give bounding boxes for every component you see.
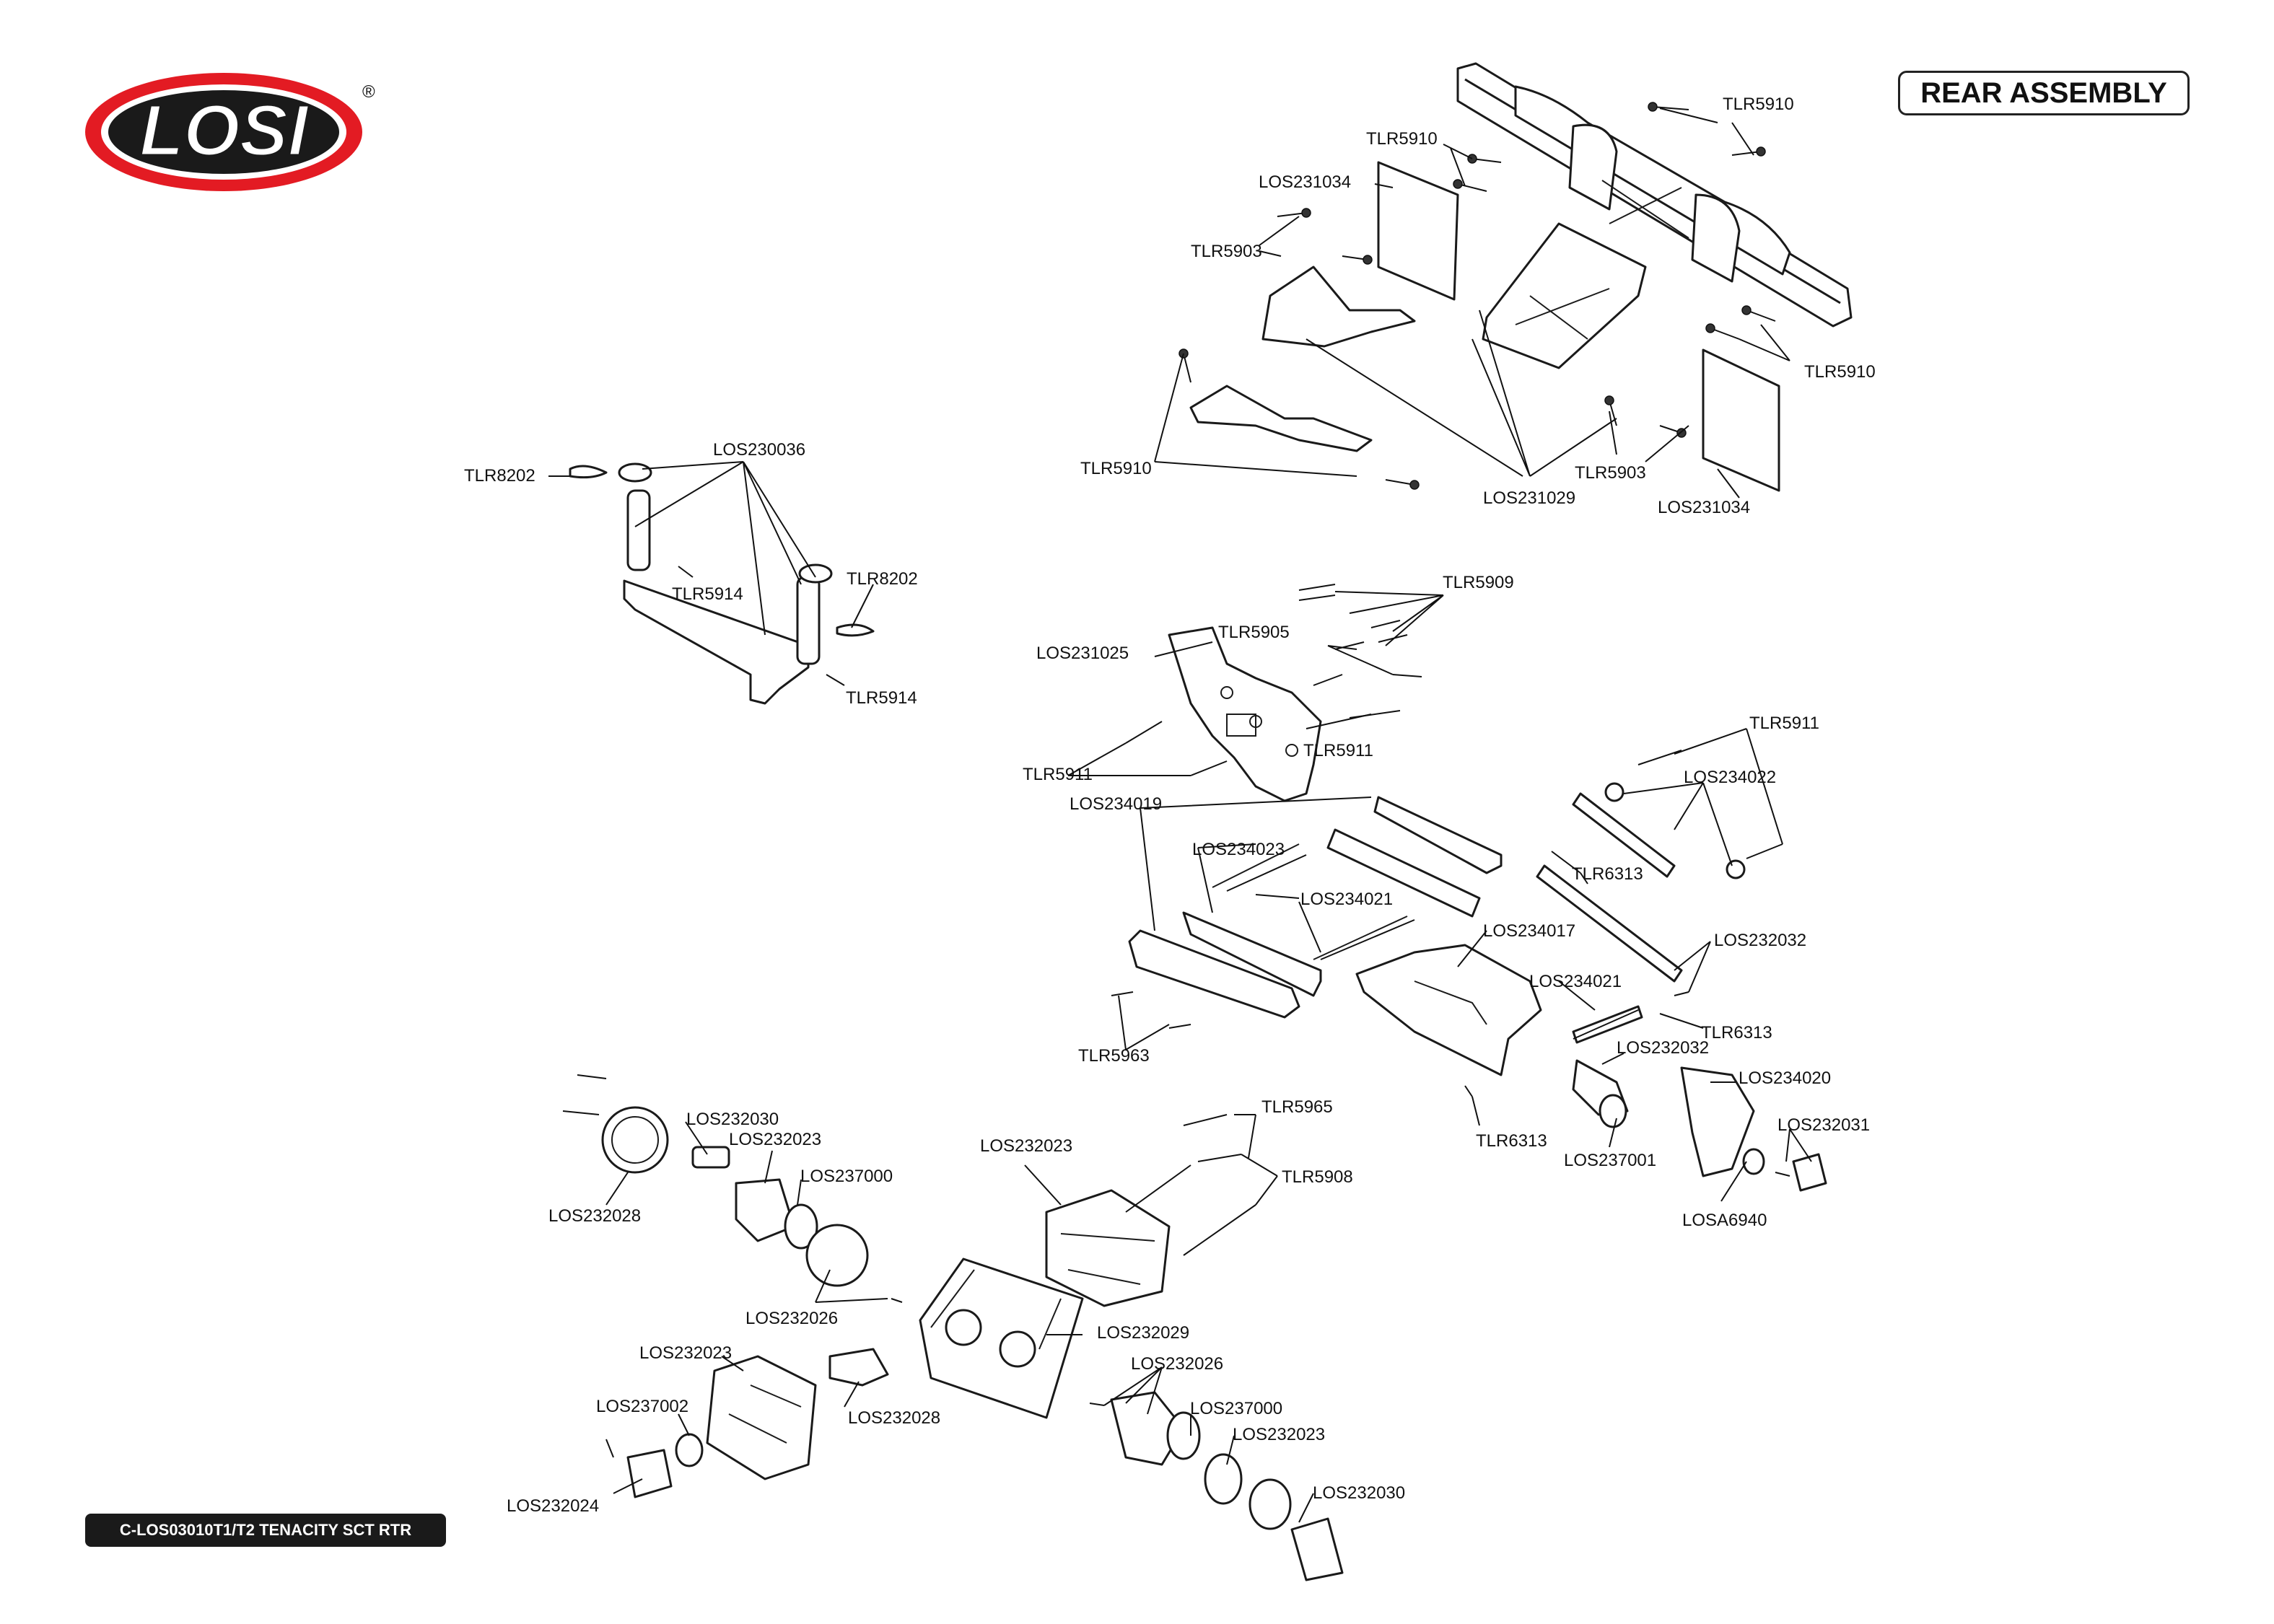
- part-label: TLR8202: [847, 569, 918, 589]
- losi-logo: LOSI ®: [85, 73, 375, 191]
- part-label: TLR6313: [1701, 1023, 1772, 1043]
- part-label: TLR5914: [672, 584, 743, 604]
- part-label: LOS237001: [1564, 1151, 1656, 1170]
- part-label: LOS231029: [1483, 488, 1575, 508]
- part-label: LOS232026: [745, 1309, 838, 1328]
- part-label: TLR6313: [1572, 864, 1643, 884]
- part-label: LOS234021: [1529, 972, 1622, 991]
- part-label: LOS234020: [1739, 1068, 1831, 1088]
- part-label: LOS231034: [1259, 172, 1351, 192]
- part-label: TLR5965: [1261, 1097, 1333, 1117]
- shock-tower-group: [1168, 626, 1322, 802]
- part-label: LOS234021: [1300, 890, 1393, 909]
- part-label: LOS232029: [1097, 1323, 1189, 1343]
- part-label: TLR5903: [1575, 463, 1646, 483]
- part-label: TLR5911: [1303, 741, 1373, 760]
- center-diff-group: [919, 1189, 1344, 1581]
- part-label: LOS237002: [596, 1397, 688, 1416]
- part-label: LOS231034: [1658, 498, 1750, 517]
- suspension-group: [1128, 782, 1827, 1192]
- part-label: TLR5903: [1191, 242, 1262, 261]
- part-label: TLR5910: [1723, 95, 1794, 114]
- logo-letters: LOSI: [139, 90, 310, 171]
- part-label: LOS232030: [686, 1110, 779, 1129]
- part-label: TLR5914: [846, 688, 917, 708]
- rear-bumper-group: [1189, 62, 1853, 492]
- screws: [562, 102, 1790, 1458]
- part-label: TLR5963: [1078, 1046, 1150, 1066]
- footer-model: C-LOS03010T1/T2 TENACITY SCT RTR: [85, 1514, 446, 1547]
- part-label: TLR5910: [1080, 459, 1152, 478]
- part-label: LOS234019: [1070, 794, 1162, 814]
- part-label: TLR5911: [1749, 714, 1819, 733]
- part-label: LOS230036: [713, 440, 805, 460]
- part-label: LOS237000: [800, 1167, 893, 1186]
- part-label: TLR5911: [1023, 765, 1093, 784]
- part-label: LOS232023: [1233, 1425, 1325, 1444]
- part-label: TLR5905: [1218, 623, 1290, 642]
- logo-registered: ®: [362, 82, 375, 102]
- part-label: LOSA6940: [1682, 1211, 1767, 1230]
- part-label: LOS234022: [1684, 768, 1776, 787]
- part-label: LOS232031: [1777, 1115, 1870, 1135]
- part-label: LOS232032: [1617, 1038, 1709, 1058]
- part-label: TLR5908: [1282, 1167, 1353, 1187]
- part-label: TLR6313: [1476, 1131, 1547, 1151]
- leader-lines: [548, 107, 1812, 1523]
- part-label: LOS234023: [1192, 840, 1285, 859]
- part-label: LOS232024: [507, 1496, 599, 1516]
- page-title: REAR ASSEMBLY: [1898, 71, 2190, 115]
- part-labels: TLR5910 TLR5910 LOS231034 TLR5903 TLR591…: [464, 95, 1876, 1516]
- part-label: LOS237000: [1190, 1399, 1282, 1418]
- part-label: LOS232028: [848, 1408, 940, 1428]
- part-label: LOS232028: [548, 1206, 641, 1226]
- left-gear-group: [601, 1106, 889, 1498]
- body-mount-group: [569, 462, 875, 705]
- part-label: TLR8202: [464, 466, 535, 486]
- part-label: TLR5910: [1804, 362, 1876, 382]
- part-label: LOS232023: [729, 1130, 821, 1149]
- part-label: LOS232032: [1714, 931, 1806, 950]
- part-label: TLR5909: [1443, 573, 1514, 592]
- part-label: LOS232026: [1131, 1354, 1223, 1374]
- part-label: LOS232030: [1313, 1483, 1405, 1503]
- part-label: TLR5910: [1366, 129, 1438, 149]
- part-label: LOS234017: [1483, 921, 1575, 941]
- part-label: LOS231025: [1036, 644, 1129, 663]
- part-label: LOS232023: [639, 1343, 732, 1363]
- part-label: LOS232023: [980, 1136, 1072, 1156]
